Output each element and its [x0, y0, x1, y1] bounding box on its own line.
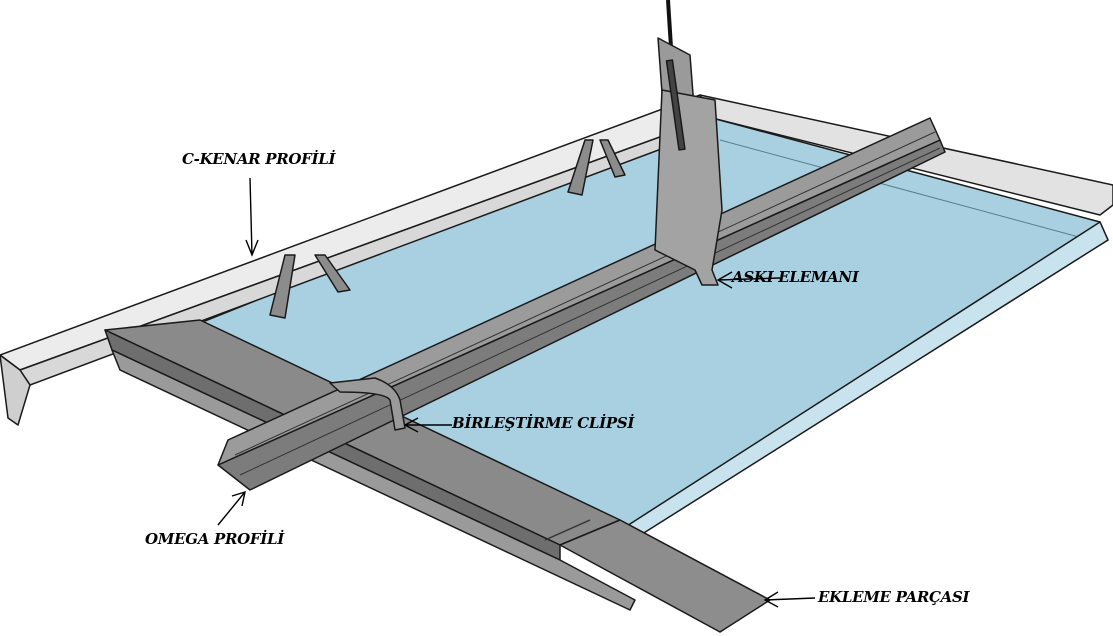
c-edge-profile-left-end — [0, 354, 31, 426]
arrow-omega — [217, 490, 246, 526]
label-hanger: ASKI ELEMANI — [732, 268, 859, 286]
hanger-element — [654, 89, 723, 286]
edge-brackets — [269, 139, 626, 319]
joining-clip — [329, 377, 406, 431]
label-splice-piece: EKLEME PARÇASI — [818, 588, 970, 606]
arrow-splice — [763, 591, 816, 608]
arrow-c-edge — [245, 177, 259, 257]
arrow-clip — [403, 417, 452, 433]
label-omega-profile: OMEGA PROFİLİ — [145, 530, 284, 548]
arrow-hanger — [716, 271, 781, 289]
label-joining-clip: BİRLEŞTİRME CLİPSİ — [452, 414, 635, 432]
label-arrows — [217, 177, 816, 608]
main-runner-lip — [111, 349, 636, 611]
label-c-edge-profile: C-KENAR PROFİLİ — [182, 150, 336, 168]
